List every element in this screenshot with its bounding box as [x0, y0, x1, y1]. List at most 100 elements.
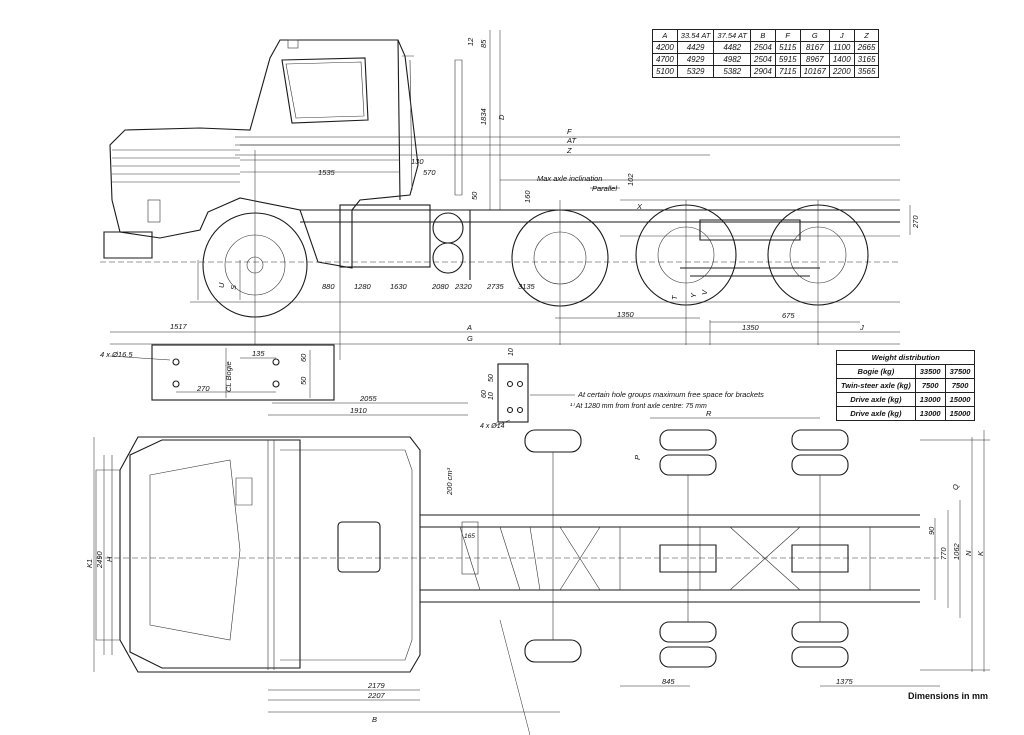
- parallel-label: Parallel: [592, 184, 617, 193]
- dim-2320: 2320: [454, 282, 473, 291]
- dim-F: F: [567, 127, 572, 136]
- table-cell: 3565: [853, 65, 880, 78]
- dim-2735: 2735: [486, 282, 505, 291]
- table-cell: 5915: [774, 53, 801, 66]
- dim-X: X: [636, 202, 643, 211]
- table-cell: 2665: [853, 41, 880, 54]
- dim-270b: 270: [196, 384, 210, 393]
- dim-85: 85: [479, 39, 488, 48]
- side-view: [100, 30, 911, 360]
- top-view: [93, 402, 990, 735]
- table-row: Drive axle (kg) 13000 15000: [836, 406, 976, 421]
- table-row: Twin-steer axle (kg) 7500 7500: [836, 378, 976, 393]
- bracket-plate: [109, 344, 335, 401]
- small-plate: [494, 363, 575, 427]
- dim-J: J: [859, 323, 864, 332]
- dim-1517: 1517: [170, 322, 188, 331]
- dim-1910: 1910: [350, 406, 368, 415]
- dim-50c: 50: [488, 374, 495, 382]
- top-view-labels: 2055 1910 R P Q 200 cm³ 165 K1 2490 H 90…: [85, 394, 985, 724]
- dim-U: U: [217, 282, 226, 288]
- dim-D: D: [497, 114, 506, 120]
- dim-K: K: [976, 550, 985, 556]
- dim-Y: Y: [689, 292, 698, 298]
- dimensions-table-header: A 33.54 AT 37.54 AT B F G J Z: [652, 29, 880, 42]
- table-cell: 10167: [799, 65, 830, 78]
- table-cell: 8967: [799, 53, 830, 66]
- dim-200cm3: 200 cm³: [445, 467, 454, 496]
- header-cell: B: [750, 29, 776, 42]
- small-plate-labels: 10 50 60 10 4 x Ø14 At certain hole grou…: [480, 348, 764, 430]
- brackets-note: At certain hole groups maximum free spac…: [577, 390, 764, 399]
- dim-845: 845: [662, 677, 675, 686]
- table-row: 4700 4929 4982 2504 5915 8967 1400 3165: [652, 53, 880, 66]
- dim-1535: 1535: [318, 168, 336, 177]
- table-cell: 15000: [944, 392, 976, 407]
- dim-880: 880: [322, 282, 335, 291]
- table-cell: 37500: [944, 364, 976, 379]
- table-cell: 5382: [713, 65, 752, 78]
- table-row: 4200 4429 4482 2504 5115 8167 1100 2665: [652, 41, 880, 54]
- dim-1350-a: 1350: [617, 310, 635, 319]
- dim-Z: Z: [566, 146, 572, 155]
- dim-1375: 1375: [836, 677, 854, 686]
- dim-K1: K1: [85, 559, 94, 568]
- dimensions-table: A 33.54 AT 37.54 AT B F G J Z 4200 4429 …: [652, 29, 880, 78]
- dim-AT: AT: [566, 136, 577, 145]
- dim-60c: 60: [481, 390, 488, 398]
- dim-160: 160: [523, 190, 532, 203]
- dim-675: 675: [782, 311, 795, 320]
- dim-R: R: [706, 409, 712, 418]
- table-cell: 7500: [914, 378, 946, 393]
- table-cell: 8167: [799, 41, 830, 54]
- dim-G: G: [467, 334, 473, 343]
- table-cell: 4429: [676, 41, 715, 54]
- dim-90: 90: [927, 526, 936, 535]
- max-axle-inclination: Max axle inclination: [537, 174, 602, 183]
- dim-1834: 1834: [479, 108, 488, 125]
- dim-T: T: [670, 294, 679, 300]
- table-cell: 5329: [676, 65, 715, 78]
- dim-A: A: [466, 323, 472, 332]
- weight-table-title-row: Weight distribution: [835, 350, 976, 365]
- table-cell: 2504: [750, 41, 776, 54]
- table-cell: Drive axle (kg): [836, 406, 916, 421]
- brackets-footnote: ¹⁾ At 1280 mm from front axle centre: 75…: [570, 402, 707, 410]
- dim-2179: 2179: [367, 681, 386, 690]
- side-view-labels: 12 85 1834 D F AT Z 130 1535 570 50 Max …: [170, 37, 920, 343]
- table-row: Bogie (kg) 33500 37500: [836, 364, 976, 379]
- dim-S: S: [229, 285, 238, 290]
- table-cell: 4929: [676, 53, 715, 66]
- table-cell: 4700: [652, 53, 678, 66]
- dim-102: 102: [626, 173, 635, 186]
- weight-table-title: Weight distribution: [835, 350, 976, 365]
- table-cell: 7115: [774, 65, 801, 78]
- dim-1630: 1630: [390, 282, 408, 291]
- dim-H: H: [105, 556, 114, 562]
- header-cell: Z: [853, 29, 880, 42]
- table-cell: Bogie (kg): [836, 364, 916, 379]
- dim-V: V: [700, 289, 709, 295]
- dim-50b: 50: [299, 376, 308, 385]
- header-cell: F: [774, 29, 801, 42]
- table-cell: 4482: [713, 41, 752, 54]
- dim-2080: 2080: [431, 282, 450, 291]
- dim-770: 770: [939, 547, 948, 560]
- table-cell: 33500: [914, 364, 946, 379]
- table-cell: 7500: [944, 378, 976, 393]
- dim-3135: 3135: [518, 282, 536, 291]
- dimensions-footer: Dimensions in mm: [908, 691, 989, 701]
- dim-10b: 10: [488, 392, 495, 400]
- dim-10a: 10: [508, 348, 515, 356]
- dim-2055: 2055: [359, 394, 378, 403]
- header-cell: A: [652, 29, 678, 42]
- dim-270: 270: [911, 215, 920, 229]
- table-cell: 1100: [828, 41, 855, 54]
- table-cell: 5115: [774, 41, 801, 54]
- table-cell: 5100: [652, 65, 678, 78]
- table-cell: 13000: [914, 406, 946, 421]
- table-row: Drive axle (kg) 13000 15000: [836, 392, 976, 407]
- dim-165: 165: [464, 533, 475, 540]
- header-cell: 33.54 AT: [676, 29, 715, 42]
